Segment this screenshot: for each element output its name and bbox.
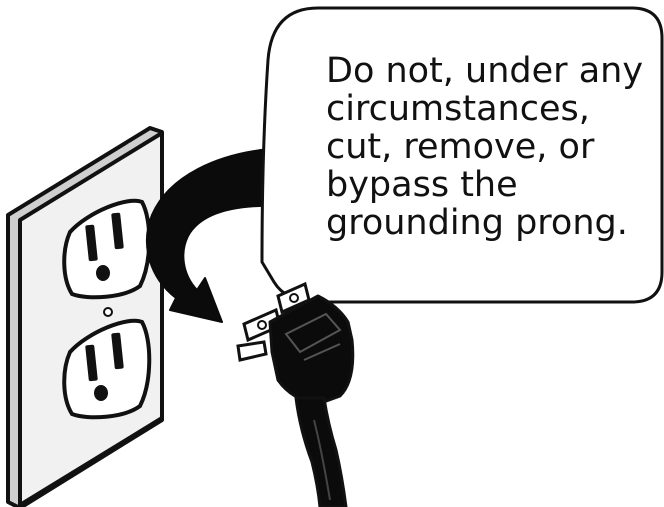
grounded-plug-icon [238,284,353,507]
callout-warning-text: Do not, under any circumstances, cut, re… [326,52,646,242]
wall-outlet-icon [8,128,162,507]
plug-ground-prong [238,342,266,360]
